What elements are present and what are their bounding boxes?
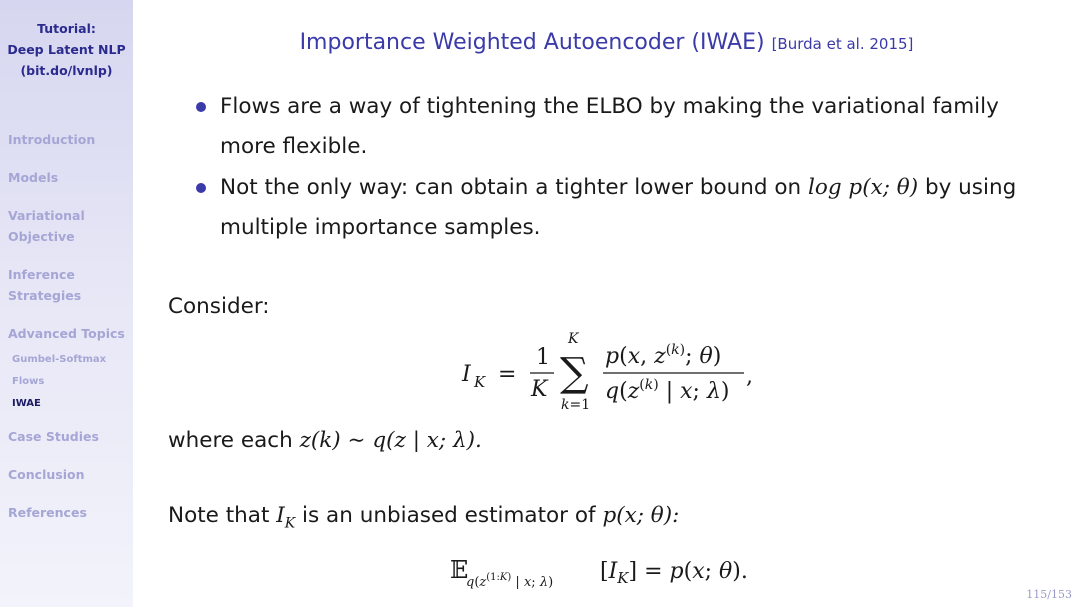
bullet-icon: [196, 183, 206, 193]
nav-label: Inference: [8, 267, 75, 282]
note-text: Note that: [168, 503, 270, 528]
inline-math: log p(x; θ): [808, 175, 919, 200]
where-each-line: where each z(k) ∼ q(z | x; λ).: [168, 428, 482, 453]
svg-text:=: =: [498, 362, 516, 387]
svg-text:K: K: [567, 331, 580, 347]
bullet-2-text: by using: [924, 175, 1017, 200]
sidebar: Tutorial: Deep Latent NLP (bit.do/lvnlp)…: [0, 0, 133, 607]
where-each-text: where each: [168, 428, 293, 453]
inline-math: p(x; θ):: [602, 503, 680, 528]
nav-conclusion[interactable]: Conclusion: [8, 467, 85, 482]
svg-text:𝔼: 𝔼: [450, 556, 468, 584]
svg-text:I: I: [461, 362, 472, 387]
svg-text:q(z(k) | x; λ): q(z(k) | x; λ): [605, 377, 729, 404]
tutorial-link-line: (bit.do/lvnlp): [20, 63, 113, 78]
nav-gumbel-softmax[interactable]: Gumbel-Softmax: [12, 354, 107, 365]
consider-label: Consider:: [168, 294, 270, 319]
svg-text:K: K: [473, 373, 486, 391]
bullet-2-text: Not the only way: can obtain a tighter l…: [220, 175, 802, 200]
citation: [Burda et al. 2015]: [771, 35, 914, 53]
bullet-icon: [196, 102, 206, 112]
nav-variational-objective[interactable]: Variational Objective: [8, 205, 85, 247]
expectation-equation: 𝔼 q(z(1:K) | x; λ) [IK] = p(x; θ).: [440, 548, 780, 604]
slide-title: Importance Weighted Autoencoder (IWAE) […: [133, 30, 1080, 55]
nav-introduction[interactable]: Introduction: [8, 132, 96, 147]
nav-label: Strategies: [8, 288, 82, 303]
bullet-2-line-1: Not the only way: can obtain a tighter l…: [220, 168, 1016, 208]
svg-text:p(x, z(k); θ): p(x, z(k); θ): [605, 342, 721, 369]
note-line: Note that IK is an unbiased estimator of…: [168, 503, 679, 531]
svg-text:q(z(1:K) | x; λ): q(z(1:K) | x; λ): [466, 572, 553, 590]
svg-text:k=1: k=1: [561, 397, 590, 413]
svg-text:∑: ∑: [560, 350, 589, 396]
nav-models[interactable]: Models: [8, 170, 59, 185]
tutorial-title[interactable]: Tutorial: Deep Latent NLP (bit.do/lvnlp): [0, 18, 133, 81]
slide-title-text: Importance Weighted Autoencoder (IWAE): [299, 30, 765, 55]
expectation-equation-svg: 𝔼 q(z(1:K) | x; λ) [IK] = p(x; θ).: [450, 556, 748, 590]
inline-math-ik: IK: [276, 503, 296, 532]
nav-flows[interactable]: Flows: [12, 376, 45, 387]
svg-text:K: K: [530, 377, 549, 402]
nav-iwae[interactable]: IWAE: [12, 398, 41, 409]
svg-text:,: ,: [746, 364, 753, 389]
bullet-2-line-2: multiple importance samples.: [220, 215, 541, 240]
iwae-equation-svg: I K = 1 K K ∑ k=1 p(x, z(k); θ) q(z(k) |…: [461, 331, 753, 413]
iwae-equation: I K = 1 K K ∑ k=1 p(x, z(k); θ) q(z(k) |…: [460, 330, 760, 420]
bullet-1-line-2: more flexible.: [220, 134, 368, 159]
page-number: 115/153: [1026, 588, 1072, 601]
tutorial-title-line: Deep Latent NLP: [7, 42, 126, 57]
nav-advanced-topics[interactable]: Advanced Topics: [8, 326, 125, 341]
nav-label: Variational: [8, 208, 85, 223]
bullet-1-line-1: Flows are a way of tightening the ELBO b…: [220, 94, 999, 119]
nav-label: Objective: [8, 229, 75, 244]
note-text: is an unbiased estimator of: [302, 503, 596, 528]
svg-text:[IK] = p(x; θ).: [IK] = p(x; θ).: [600, 559, 748, 587]
svg-text:1: 1: [536, 345, 550, 370]
inline-math: z(k) ∼ q(z | x; λ).: [299, 428, 482, 453]
tutorial-title-line: Tutorial:: [37, 21, 96, 36]
nav-inference-strategies[interactable]: Inference Strategies: [8, 264, 81, 306]
nav-references[interactable]: References: [8, 505, 87, 520]
nav-case-studies[interactable]: Case Studies: [8, 429, 99, 444]
